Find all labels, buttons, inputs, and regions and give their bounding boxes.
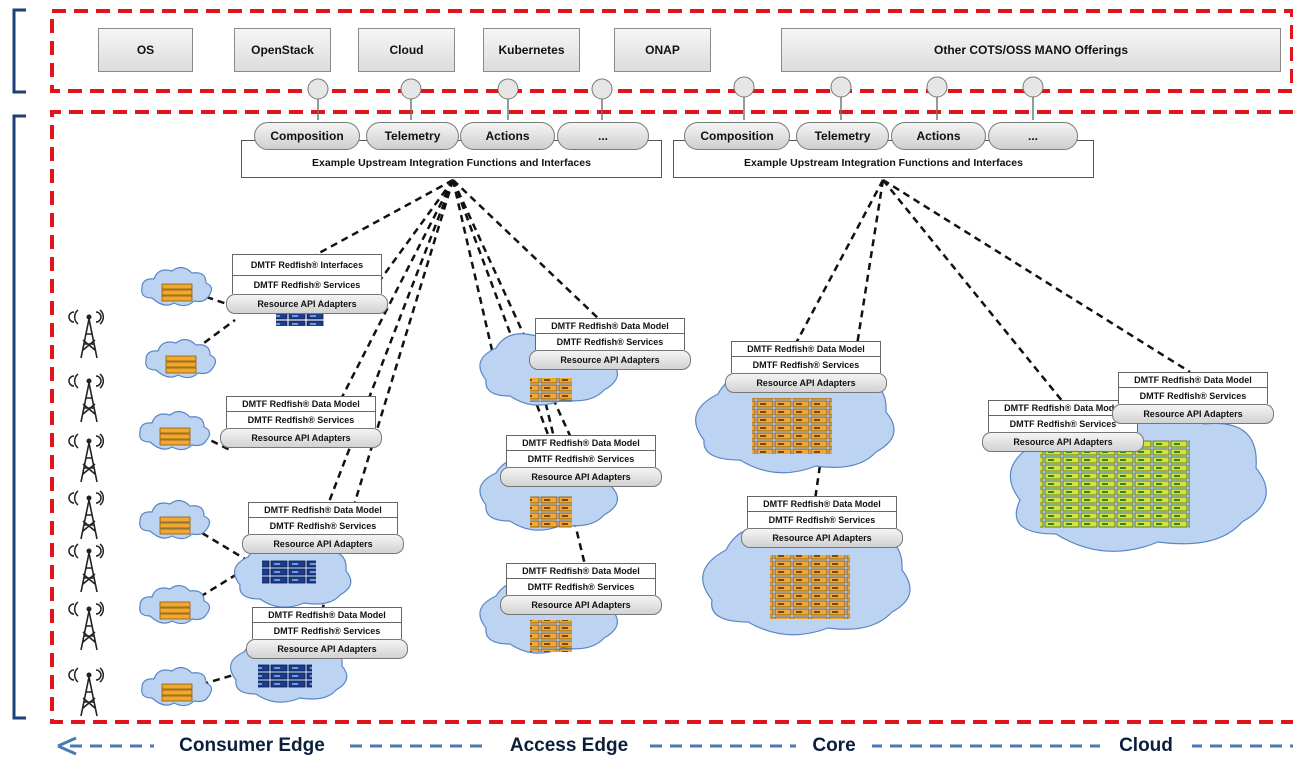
redfish-stack-consumer-1: DMTF Redfish® Interfaces DMTF Redfish® S… <box>226 254 388 314</box>
offering-onap: ONAP <box>614 28 711 72</box>
cell-tower-icon <box>68 309 105 717</box>
pill-more-left: ... <box>557 122 649 150</box>
resource-api-adapters-pill: Resource API Adapters <box>242 534 404 554</box>
pill-actions-left: Actions <box>460 122 555 150</box>
redfish-data-model-label: DMTF Redfish® Data Model <box>747 496 897 511</box>
resource-api-adapters-pill: Resource API Adapters <box>500 595 662 615</box>
redfish-stack-consumer-2: DMTF Redfish® Data Model DMTF Redfish® S… <box>220 396 382 448</box>
redfish-stack-cloud-2: DMTF Redfish® Data Model DMTF Redfish® S… <box>1112 372 1274 424</box>
offering-os: OS <box>98 28 193 72</box>
redfish-data-model-label: DMTF Redfish® Data Model <box>252 607 402 622</box>
core-label: Core <box>796 730 872 762</box>
redfish-services-label: DMTF Redfish® Services <box>226 411 376 428</box>
cloud-label: Cloud <box>1100 730 1192 762</box>
redfish-stack-consumer-4: DMTF Redfish® Data Model DMTF Redfish® S… <box>246 607 408 659</box>
redfish-services-label: DMTF Redfish® Services <box>232 275 382 294</box>
consumer-edge-label: Consumer Edge <box>154 730 350 762</box>
redfish-services-label: DMTF Redfish® Services <box>731 356 881 373</box>
pill-more-right: ... <box>988 122 1078 150</box>
redfish-data-model-label: DMTF Redfish® Data Model <box>248 502 398 517</box>
cloud-icon <box>139 266 217 707</box>
redfish-stack-access-3: DMTF Redfish® Data Model DMTF Redfish® S… <box>500 563 662 615</box>
resource-api-adapters-pill: Resource API Adapters <box>246 639 408 659</box>
redfish-data-model-label: DMTF Redfish® Data Model <box>506 435 656 450</box>
resource-api-adapters-pill: Resource API Adapters <box>226 294 388 314</box>
resource-api-adapters-pill: Resource API Adapters <box>725 373 887 393</box>
redfish-data-model-label: DMTF Redfish® Data Model <box>506 563 656 578</box>
access-edge-label: Access Edge <box>489 730 649 762</box>
redfish-interfaces-label: DMTF Redfish® Interfaces <box>232 254 382 275</box>
redfish-data-model-label: DMTF Redfish® Data Model <box>535 318 685 333</box>
redfish-stack-access-1: DMTF Redfish® Data Model DMTF Redfish® S… <box>529 318 691 370</box>
redfish-data-model-label: DMTF Redfish® Data Model <box>731 341 881 356</box>
resource-api-adapters-pill: Resource API Adapters <box>1112 404 1274 424</box>
pill-actions-right: Actions <box>891 122 986 150</box>
redfish-stack-access-2: DMTF Redfish® Data Model DMTF Redfish® S… <box>500 435 662 487</box>
redfish-stack-core-1: DMTF Redfish® Data Model DMTF Redfish® S… <box>725 341 887 393</box>
redfish-stack-core-2: DMTF Redfish® Data Model DMTF Redfish® S… <box>741 496 903 548</box>
redfish-data-model-label: DMTF Redfish® Data Model <box>1118 372 1268 387</box>
offering-openstack: OpenStack <box>234 28 331 72</box>
redfish-services-label: DMTF Redfish® Services <box>252 622 402 639</box>
offering-kubernetes: Kubernetes <box>483 28 580 72</box>
resource-api-adapters-pill: Resource API Adapters <box>220 428 382 448</box>
redfish-services-label: DMTF Redfish® Services <box>1118 387 1268 404</box>
redfish-stack-cloud-1: DMTF Redfish® Data Model DMTF Redfish® S… <box>982 400 1144 452</box>
redfish-services-label: DMTF Redfish® Services <box>747 511 897 528</box>
pill-composition-right: Composition <box>684 122 790 150</box>
pill-telemetry-right: Telemetry <box>796 122 889 150</box>
pill-telemetry-left: Telemetry <box>366 122 459 150</box>
redfish-stack-consumer-3: DMTF Redfish® Data Model DMTF Redfish® S… <box>242 502 404 554</box>
resource-api-adapters-pill: Resource API Adapters <box>500 467 662 487</box>
pill-composition-left: Composition <box>254 122 360 150</box>
redfish-services-label: DMTF Redfish® Services <box>248 517 398 534</box>
redfish-services-label: DMTF Redfish® Services <box>535 333 685 350</box>
offering-other-cots: Other COTS/OSS MANO Offerings <box>781 28 1281 72</box>
redfish-services-label: DMTF Redfish® Services <box>506 578 656 595</box>
left-brackets <box>12 8 26 720</box>
offering-cloud: Cloud <box>358 28 455 72</box>
redfish-data-model-label: DMTF Redfish® Data Model <box>226 396 376 411</box>
resource-api-adapters-pill: Resource API Adapters <box>741 528 903 548</box>
resource-api-adapters-pill: Resource API Adapters <box>529 350 691 370</box>
redfish-services-label: DMTF Redfish® Services <box>506 450 656 467</box>
resource-api-adapters-pill: Resource API Adapters <box>982 432 1144 452</box>
